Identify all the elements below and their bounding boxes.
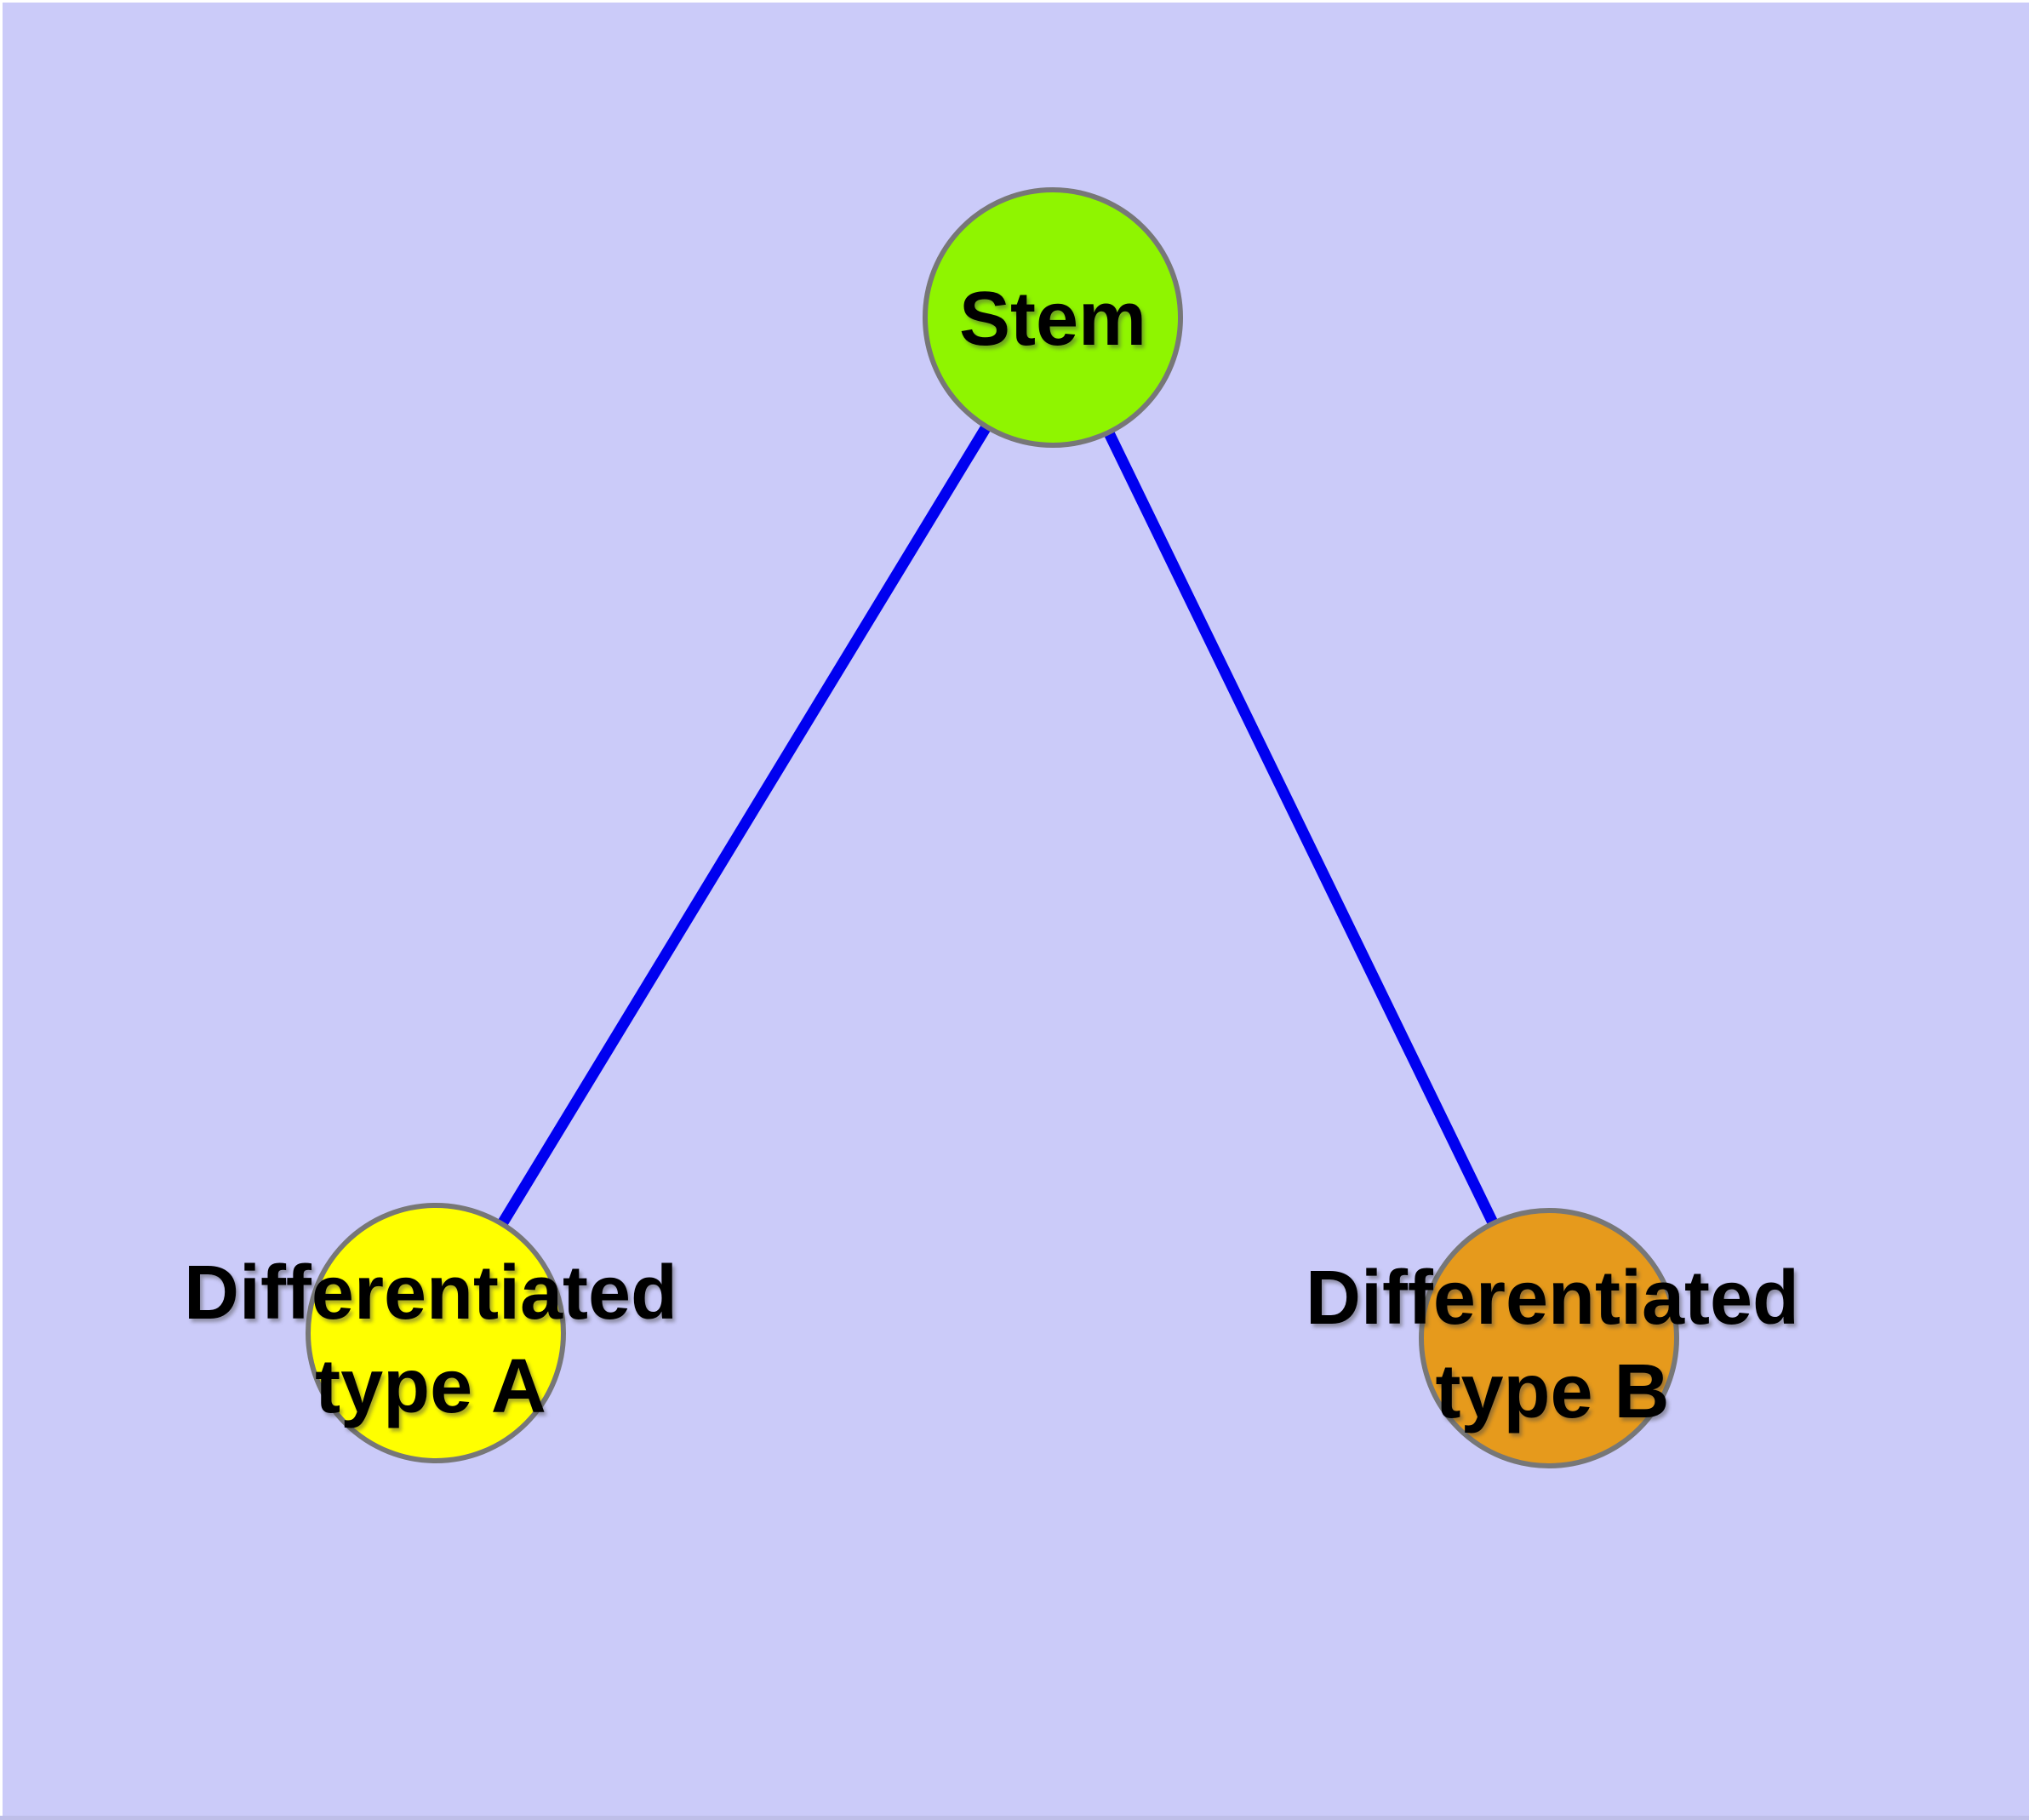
node-stem-label: Stem xyxy=(959,277,1146,362)
window-edge-bottom xyxy=(0,1816,2029,1820)
node-differentiated-type-b-label-line1: Differentiated xyxy=(1306,1256,1799,1341)
node-differentiated-type-b-circle xyxy=(1419,1208,1679,1468)
node-differentiated-type-b: Differentiated type B xyxy=(1306,1208,1799,1468)
node-differentiated-type-a-circle xyxy=(306,1203,566,1463)
node-differentiated-type-a: Differentiated type A xyxy=(184,1203,677,1463)
window-edge-top xyxy=(0,0,2029,3)
node-stem: Stem xyxy=(923,187,1183,448)
edge-stem-to-type-a xyxy=(431,314,1058,1336)
edge-stem-to-type-b xyxy=(1048,315,1554,1341)
window-edge-left xyxy=(0,0,3,1820)
node-differentiated-type-a-label-line2: type A xyxy=(315,1344,546,1429)
node-differentiated-type-b-label-line2: type B xyxy=(1435,1349,1669,1434)
node-differentiated-type-a-label-line1: Differentiated xyxy=(184,1251,677,1336)
node-stem-circle xyxy=(923,187,1183,448)
